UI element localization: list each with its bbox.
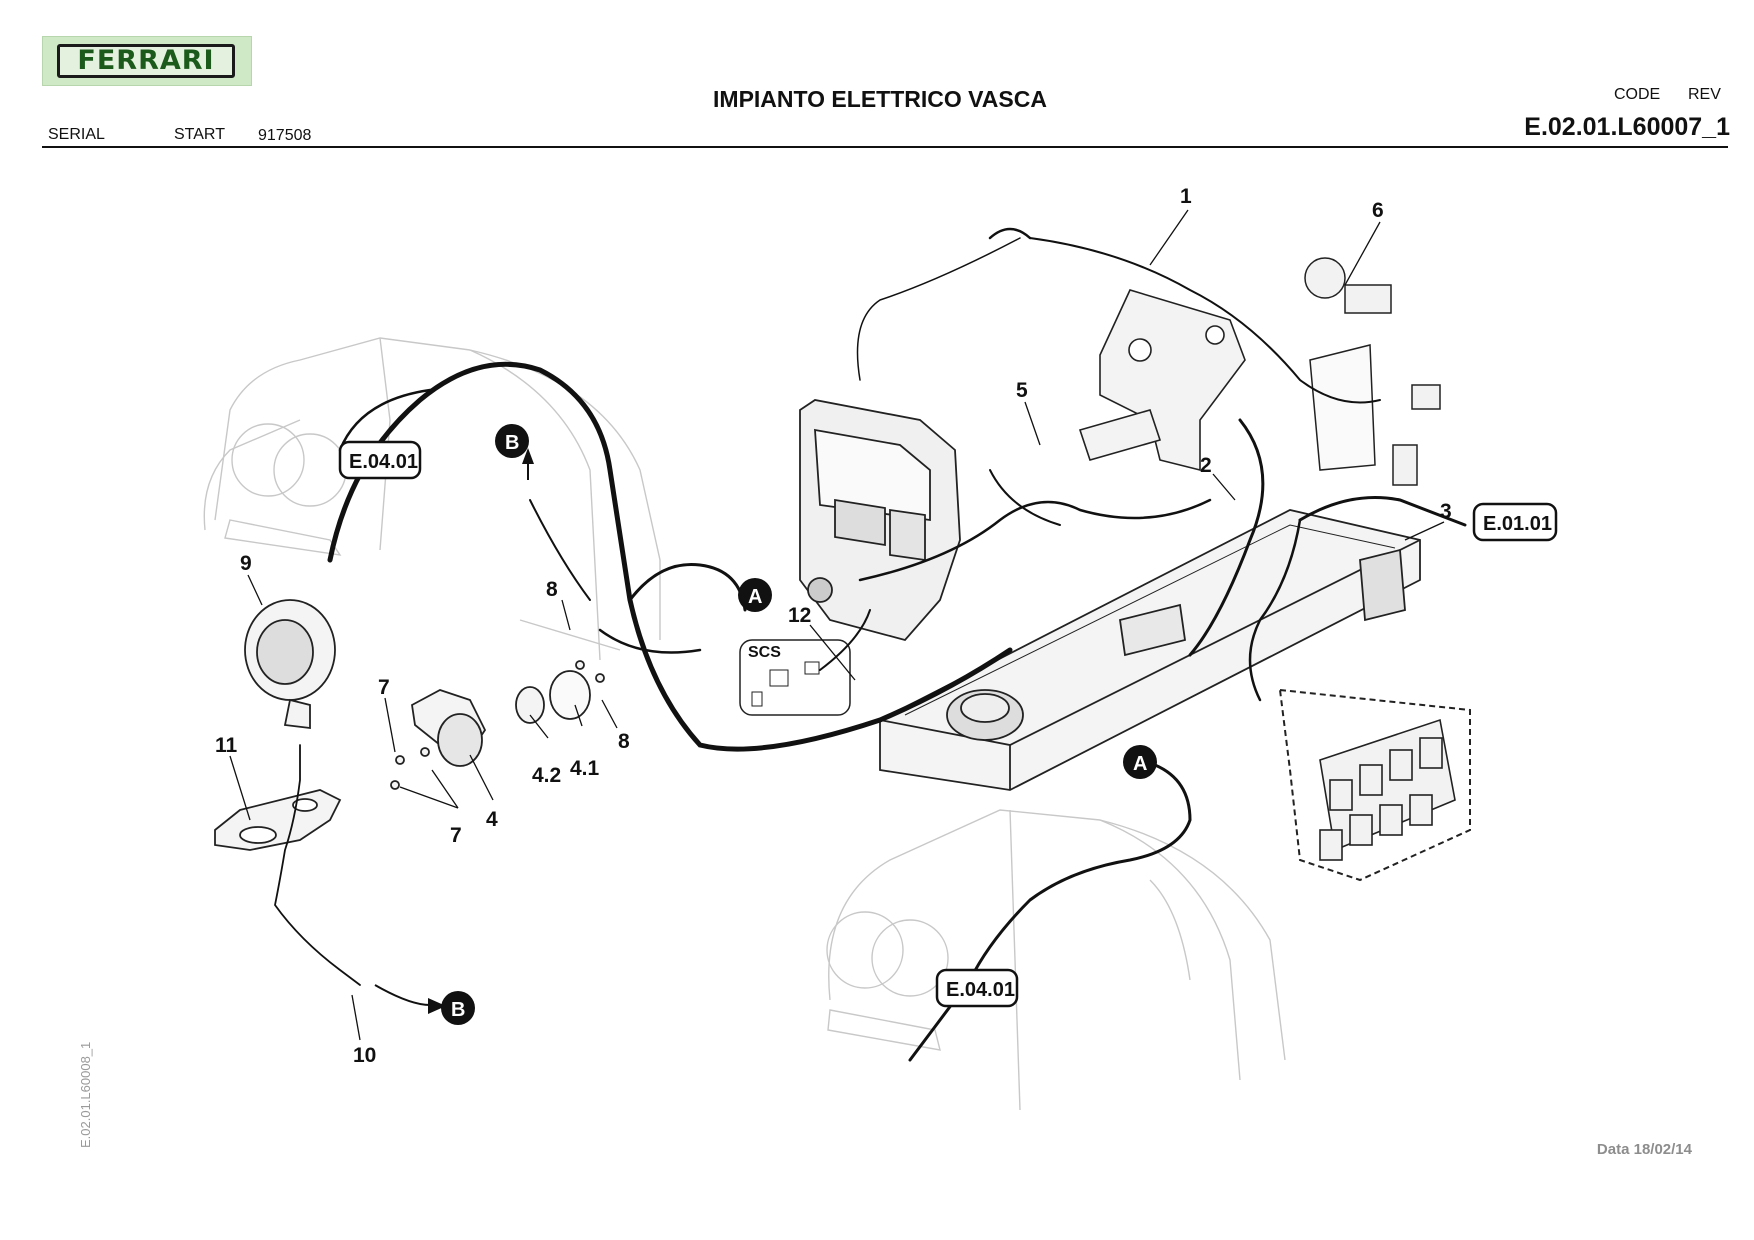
callout-5: 5 (1016, 379, 1028, 402)
serial-label: SERIAL (48, 126, 105, 143)
ref-e0101: E.01.01 (1483, 513, 1552, 535)
connector-b-bottom-disc (441, 991, 475, 1025)
callout-8-bottom: 8 (618, 730, 630, 753)
callout-9: 9 (240, 552, 252, 575)
connector-a-bottom-disc (1123, 745, 1157, 779)
ref-box-e0401-right (935, 968, 1019, 1008)
callout-1: 1 (1180, 185, 1192, 208)
callout-3: 3 (1440, 500, 1452, 523)
rear-fender-outline-right (826, 809, 1286, 1111)
ref-box-e0401-left (338, 440, 422, 480)
ref-box-e0101 (1472, 502, 1558, 542)
scs-frame (739, 639, 851, 716)
code-value: E.02.01.L60007_1 (1524, 113, 1730, 141)
connector-a-top: A (748, 586, 762, 608)
page-title: IMPIANTO ELETTRICO VASCA (713, 86, 1047, 112)
code-label: CODE (1614, 86, 1661, 103)
callout-4: 4 (486, 808, 498, 831)
scs-plug (751, 691, 763, 707)
start-label: START (174, 126, 225, 143)
socket (390, 660, 605, 790)
connector-a-top-disc (738, 578, 772, 612)
callout-leaders (229, 209, 1445, 1041)
logo-text: FERRARI (77, 45, 215, 76)
callout-11: 11 (215, 734, 238, 757)
arrow-head-b-top (522, 448, 534, 464)
arrow-to-b-bottom (374, 984, 431, 1006)
support-bracket (1078, 289, 1246, 472)
connector-b-bottom: B (451, 999, 465, 1021)
scs-switch (804, 661, 820, 675)
rev-label: REV (1688, 86, 1721, 103)
issue-date: Data 18/02/14 (1596, 1141, 1692, 1158)
callout-7-bottom: 7 (450, 824, 462, 847)
header-rule (42, 146, 1728, 148)
scs-label: SCS (748, 644, 781, 661)
callout-6: 6 (1372, 199, 1384, 222)
arrow-head-b-bottom (428, 998, 446, 1014)
control-console (799, 399, 961, 642)
start-value: 917508 (258, 127, 312, 144)
callout-4-2: 4.2 (532, 764, 561, 787)
beacon-lamp (244, 599, 336, 730)
callout-2: 2 (1200, 454, 1212, 477)
logo-frame: FERRARI (57, 44, 235, 78)
connector-b-top: B (505, 432, 519, 454)
cable-harnesses (274, 227, 1467, 1062)
callout-12: 12 (788, 604, 811, 627)
connector-b-top-disc (495, 424, 529, 458)
valve-block (1319, 718, 1456, 861)
connector-a-bottom: A (1133, 753, 1147, 775)
ref-e0401-right: E.04.01 (946, 979, 1015, 1001)
ref-e0401-left: E.04.01 (349, 451, 418, 473)
callout-10: 10 (353, 1044, 376, 1067)
side-code: E.02.01.L60008_1 (78, 1041, 93, 1148)
callout-4-1: 4.1 (570, 757, 600, 780)
tank-frame (879, 509, 1421, 791)
callout-7-top: 7 (378, 676, 390, 699)
scs-connector (769, 669, 789, 687)
ferrari-logo: FERRARI (42, 36, 252, 86)
lamp-bracket (214, 789, 342, 851)
callout-8-top: 8 (546, 578, 558, 601)
valve-dashed-outline (1278, 688, 1471, 882)
relay-box (1304, 257, 1441, 486)
